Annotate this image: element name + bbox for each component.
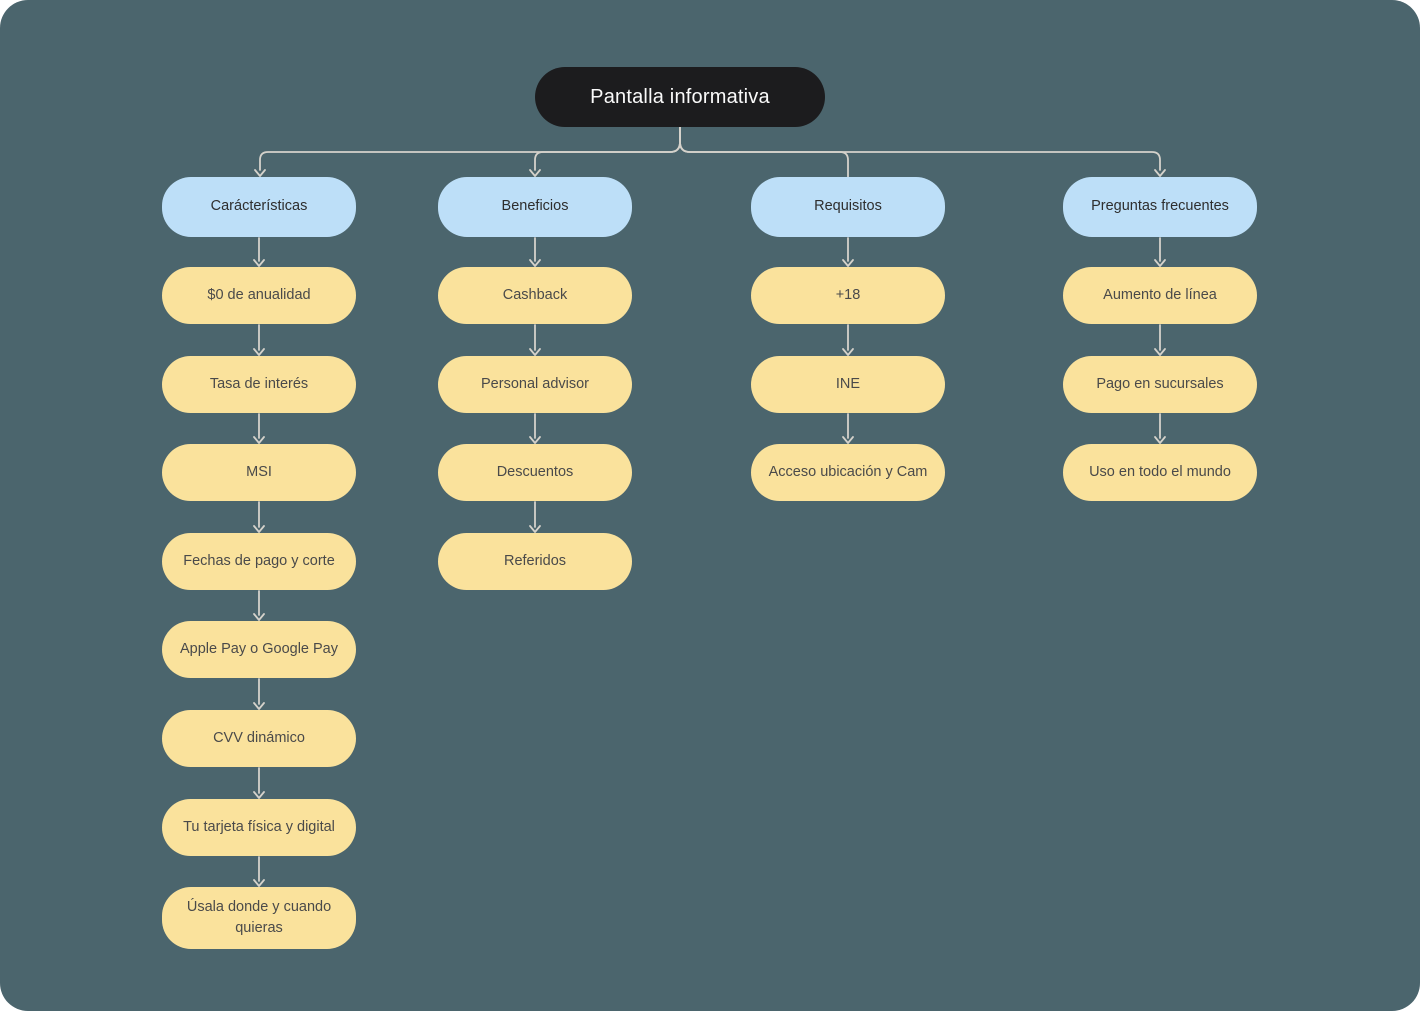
branch-requisitos[interactable]: Requisitos	[751, 177, 945, 237]
node-usala-donde-cuando[interactable]: Úsala donde y cuando quieras	[162, 887, 356, 949]
node-pago-en-sucursales[interactable]: Pago en sucursales	[1063, 356, 1257, 413]
node-referidos[interactable]: Referidos	[438, 533, 632, 590]
node-msi[interactable]: MSI	[162, 444, 356, 501]
node-tasa-de-interes[interactable]: Tasa de interés	[162, 356, 356, 413]
node-cero-anualidad[interactable]: $0 de anualidad	[162, 267, 356, 324]
node-fechas-pago-corte[interactable]: Fechas de pago y corte	[162, 533, 356, 590]
node-apple-google-pay[interactable]: Apple Pay o Google Pay	[162, 621, 356, 678]
node-cvv-dinamico[interactable]: CVV dinámico	[162, 710, 356, 767]
branch-preguntas-frecuentes[interactable]: Preguntas frecuentes	[1063, 177, 1257, 237]
node-ine[interactable]: INE	[751, 356, 945, 413]
node-uso-en-todo-el-mundo[interactable]: Uso en todo el mundo	[1063, 444, 1257, 501]
node-tarjeta-fisica-digital[interactable]: Tu tarjeta física y digital	[162, 799, 356, 856]
node-cashback[interactable]: Cashback	[438, 267, 632, 324]
branch-beneficios[interactable]: Beneficios	[438, 177, 632, 237]
node-aumento-de-linea[interactable]: Aumento de línea	[1063, 267, 1257, 324]
branch-caracteristicas[interactable]: Carácterísticas	[162, 177, 356, 237]
node-acceso-ubicacion-cam[interactable]: Acceso ubicación y Cam	[751, 444, 945, 501]
node-descuentos[interactable]: Descuentos	[438, 444, 632, 501]
root-node[interactable]: Pantalla informativa	[535, 67, 825, 127]
node-personal-advisor[interactable]: Personal advisor	[438, 356, 632, 413]
node-mas-18[interactable]: +18	[751, 267, 945, 324]
